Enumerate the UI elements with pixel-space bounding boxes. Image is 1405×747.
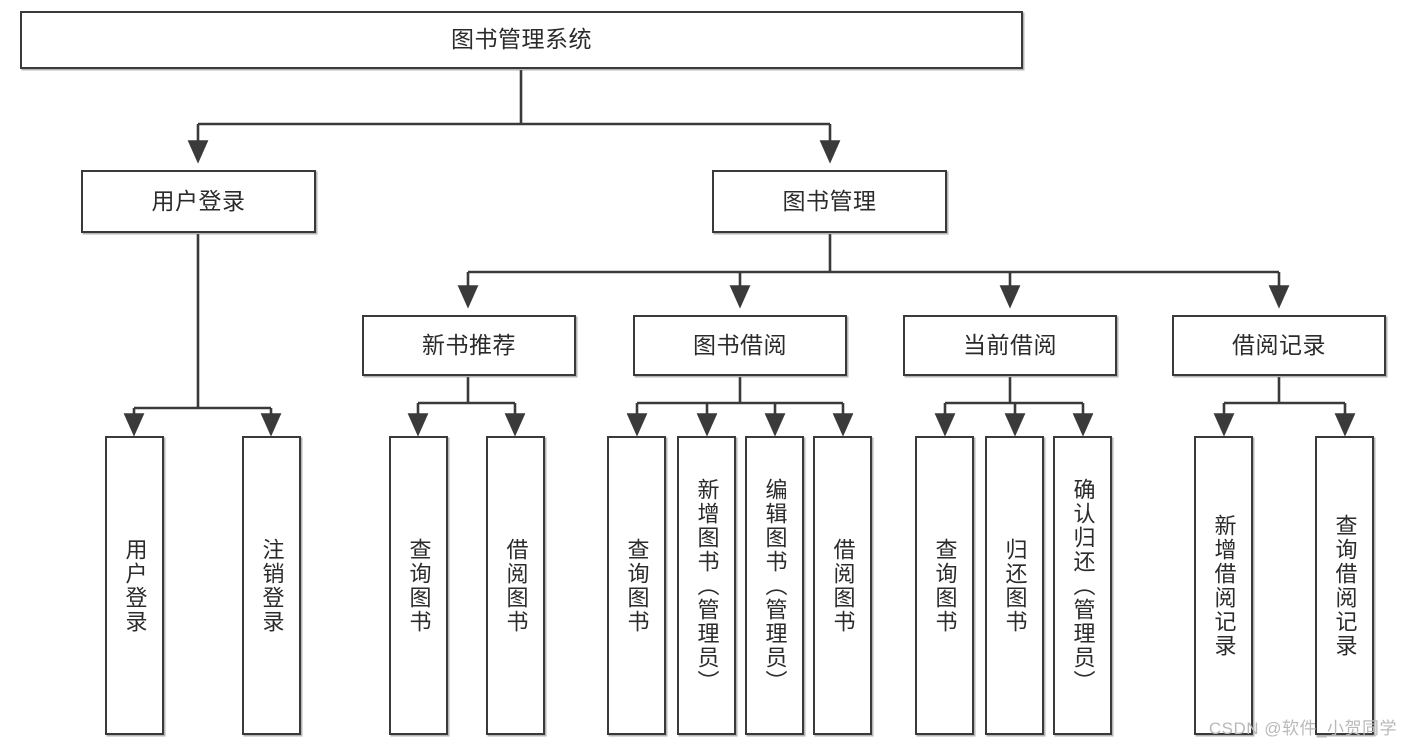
node-label: 确认归还（管理员） [1070,477,1096,694]
leaf-records-query-record[interactable]: 查询借阅记录 [1315,436,1374,735]
leaf-borrow-query-book[interactable]: 查询图书 [607,436,666,735]
leaf-borrow-add-book-admin[interactable]: 新增图书（管理员） [677,436,736,735]
watermark-text: CSDN @软件_小贺同学 [1208,719,1397,738]
node-label: 归还图书 [1002,537,1028,634]
leaf-current-return-book[interactable]: 归还图书 [985,436,1044,735]
leaf-borrow-edit-book-admin[interactable]: 编辑图书（管理员） [745,436,804,735]
node-current-borrow[interactable]: 当前借阅 [903,315,1117,376]
node-label: 编辑图书（管理员） [762,477,788,694]
node-book-management[interactable]: 图书管理 [712,170,947,233]
node-user-login[interactable]: 用户登录 [81,170,316,233]
node-label: 图书管理 [782,187,877,214]
node-label: 查询图书 [406,537,432,634]
node-label: 当前借阅 [963,331,1057,358]
node-borrow-records[interactable]: 借阅记录 [1172,315,1386,376]
node-label: 图书借阅 [693,331,787,358]
node-label: 用户登录 [151,187,246,214]
node-label: 新增借阅记录 [1211,513,1237,658]
node-label: 新书推荐 [422,331,516,358]
node-label: 查询图书 [624,537,650,634]
node-label: 用户登录 [122,537,148,634]
node-new-book-recommend[interactable]: 新书推荐 [362,315,576,376]
leaf-records-add-record[interactable]: 新增借阅记录 [1194,436,1253,735]
node-root-book-management-system[interactable]: 图书管理系统 [20,11,1023,69]
node-label: 借阅图书 [503,537,529,634]
leaf-current-query-book[interactable]: 查询图书 [915,436,974,735]
node-label: 注销登录 [259,537,285,634]
node-label: 查询图书 [932,537,958,634]
leaf-recommend-borrow-book[interactable]: 借阅图书 [486,436,545,735]
node-label: 查询借阅记录 [1332,513,1358,658]
leaf-logout[interactable]: 注销登录 [242,436,301,735]
leaf-current-confirm-return-admin[interactable]: 确认归还（管理员） [1053,436,1112,735]
leaf-borrow-borrow-book[interactable]: 借阅图书 [813,436,872,735]
node-label: 借阅记录 [1232,331,1326,358]
leaf-user-login[interactable]: 用户登录 [105,436,164,735]
node-label: 新增图书（管理员） [694,477,720,694]
leaf-recommend-query-book[interactable]: 查询图书 [389,436,448,735]
node-label: 图书管理系统 [451,26,592,53]
node-label: 借阅图书 [830,537,856,634]
node-book-borrow[interactable]: 图书借阅 [633,315,847,376]
